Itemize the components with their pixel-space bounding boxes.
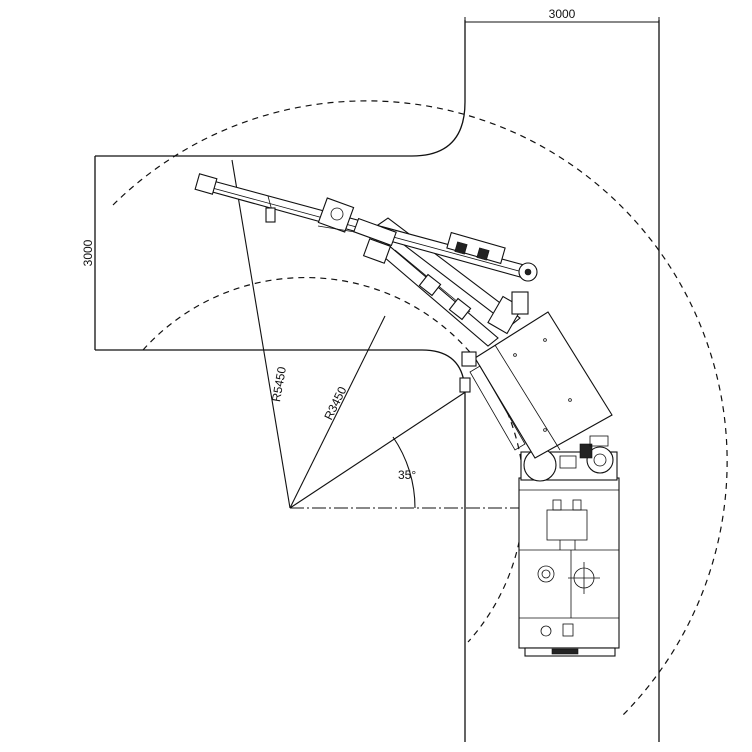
dimension-left: 3000 <box>81 239 95 266</box>
boom-base-housing <box>459 311 613 459</box>
tunnel-walls <box>94 20 660 742</box>
engine-hood <box>546 509 588 541</box>
rock-drill <box>446 231 506 265</box>
front-wheel-right <box>586 446 614 474</box>
angle-ray <box>289 388 471 509</box>
left-drift-upper-wall <box>95 20 466 157</box>
radius-outer-line <box>231 159 291 509</box>
radius-inner-line <box>289 315 386 509</box>
dimension-top: 3000 <box>464 7 660 27</box>
dimension-left-label: 3000 <box>81 239 95 266</box>
carrier-body <box>518 435 620 657</box>
radius-inner-label: R3450 <box>321 384 349 422</box>
drill-boom <box>194 173 538 347</box>
left-drift-lower-wall <box>95 349 466 742</box>
dimension-top-label: 3000 <box>549 7 576 21</box>
fuel-cap <box>537 565 555 583</box>
radius-outer-label: R5450 <box>269 365 289 403</box>
boom-head <box>317 197 355 233</box>
angle-arc <box>392 436 416 509</box>
outer-coverage-arc <box>112 100 728 719</box>
angle-label: 35° <box>398 468 416 482</box>
inner-coverage-arc <box>142 276 525 643</box>
feed-tip <box>194 173 218 195</box>
